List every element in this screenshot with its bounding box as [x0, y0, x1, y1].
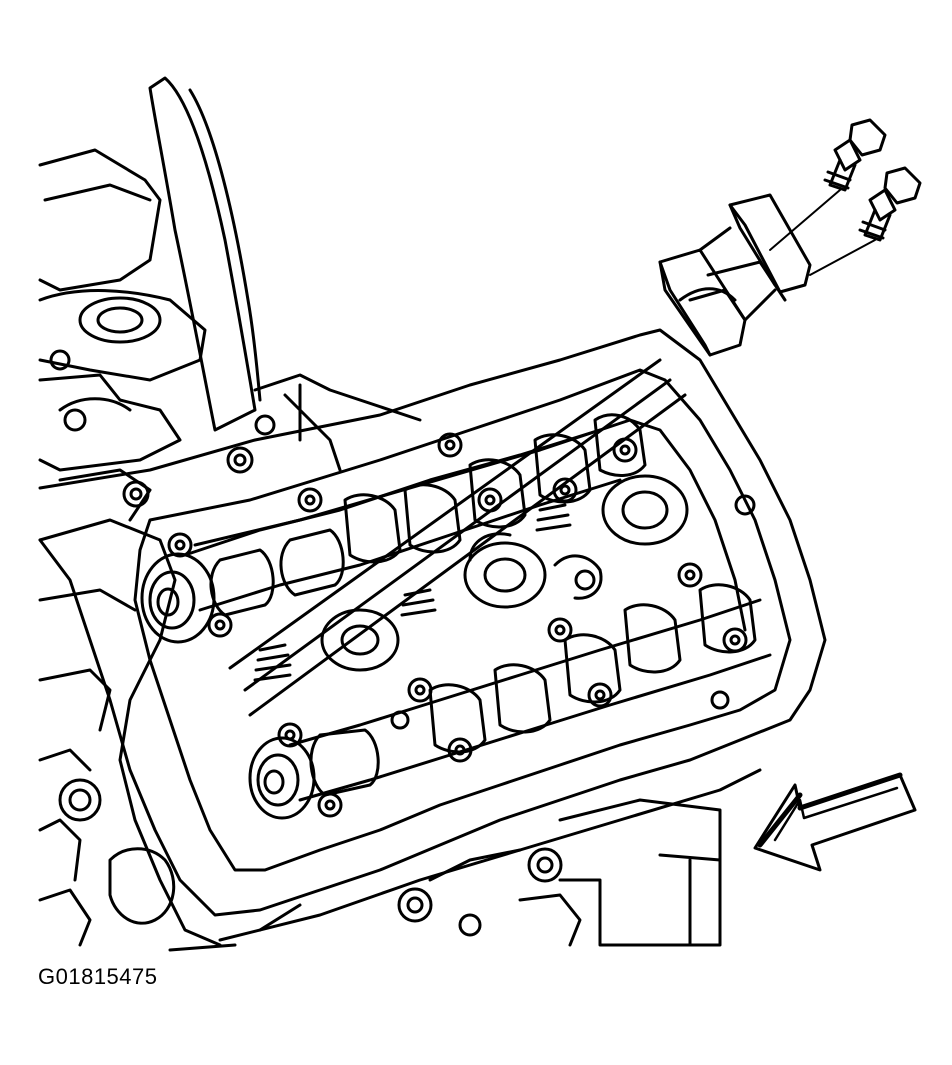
camshaft-holding-tool	[228, 193, 812, 717]
spark-plug-wells	[253, 474, 730, 730]
front-direction-arrow-icon	[753, 772, 917, 872]
tool-bolts	[769, 118, 922, 276]
lower-camshaft	[248, 583, 772, 820]
engine-block-background	[38, 76, 422, 952]
bearing-caps	[167, 432, 756, 818]
figure-code-label: G01815475	[38, 964, 158, 989]
